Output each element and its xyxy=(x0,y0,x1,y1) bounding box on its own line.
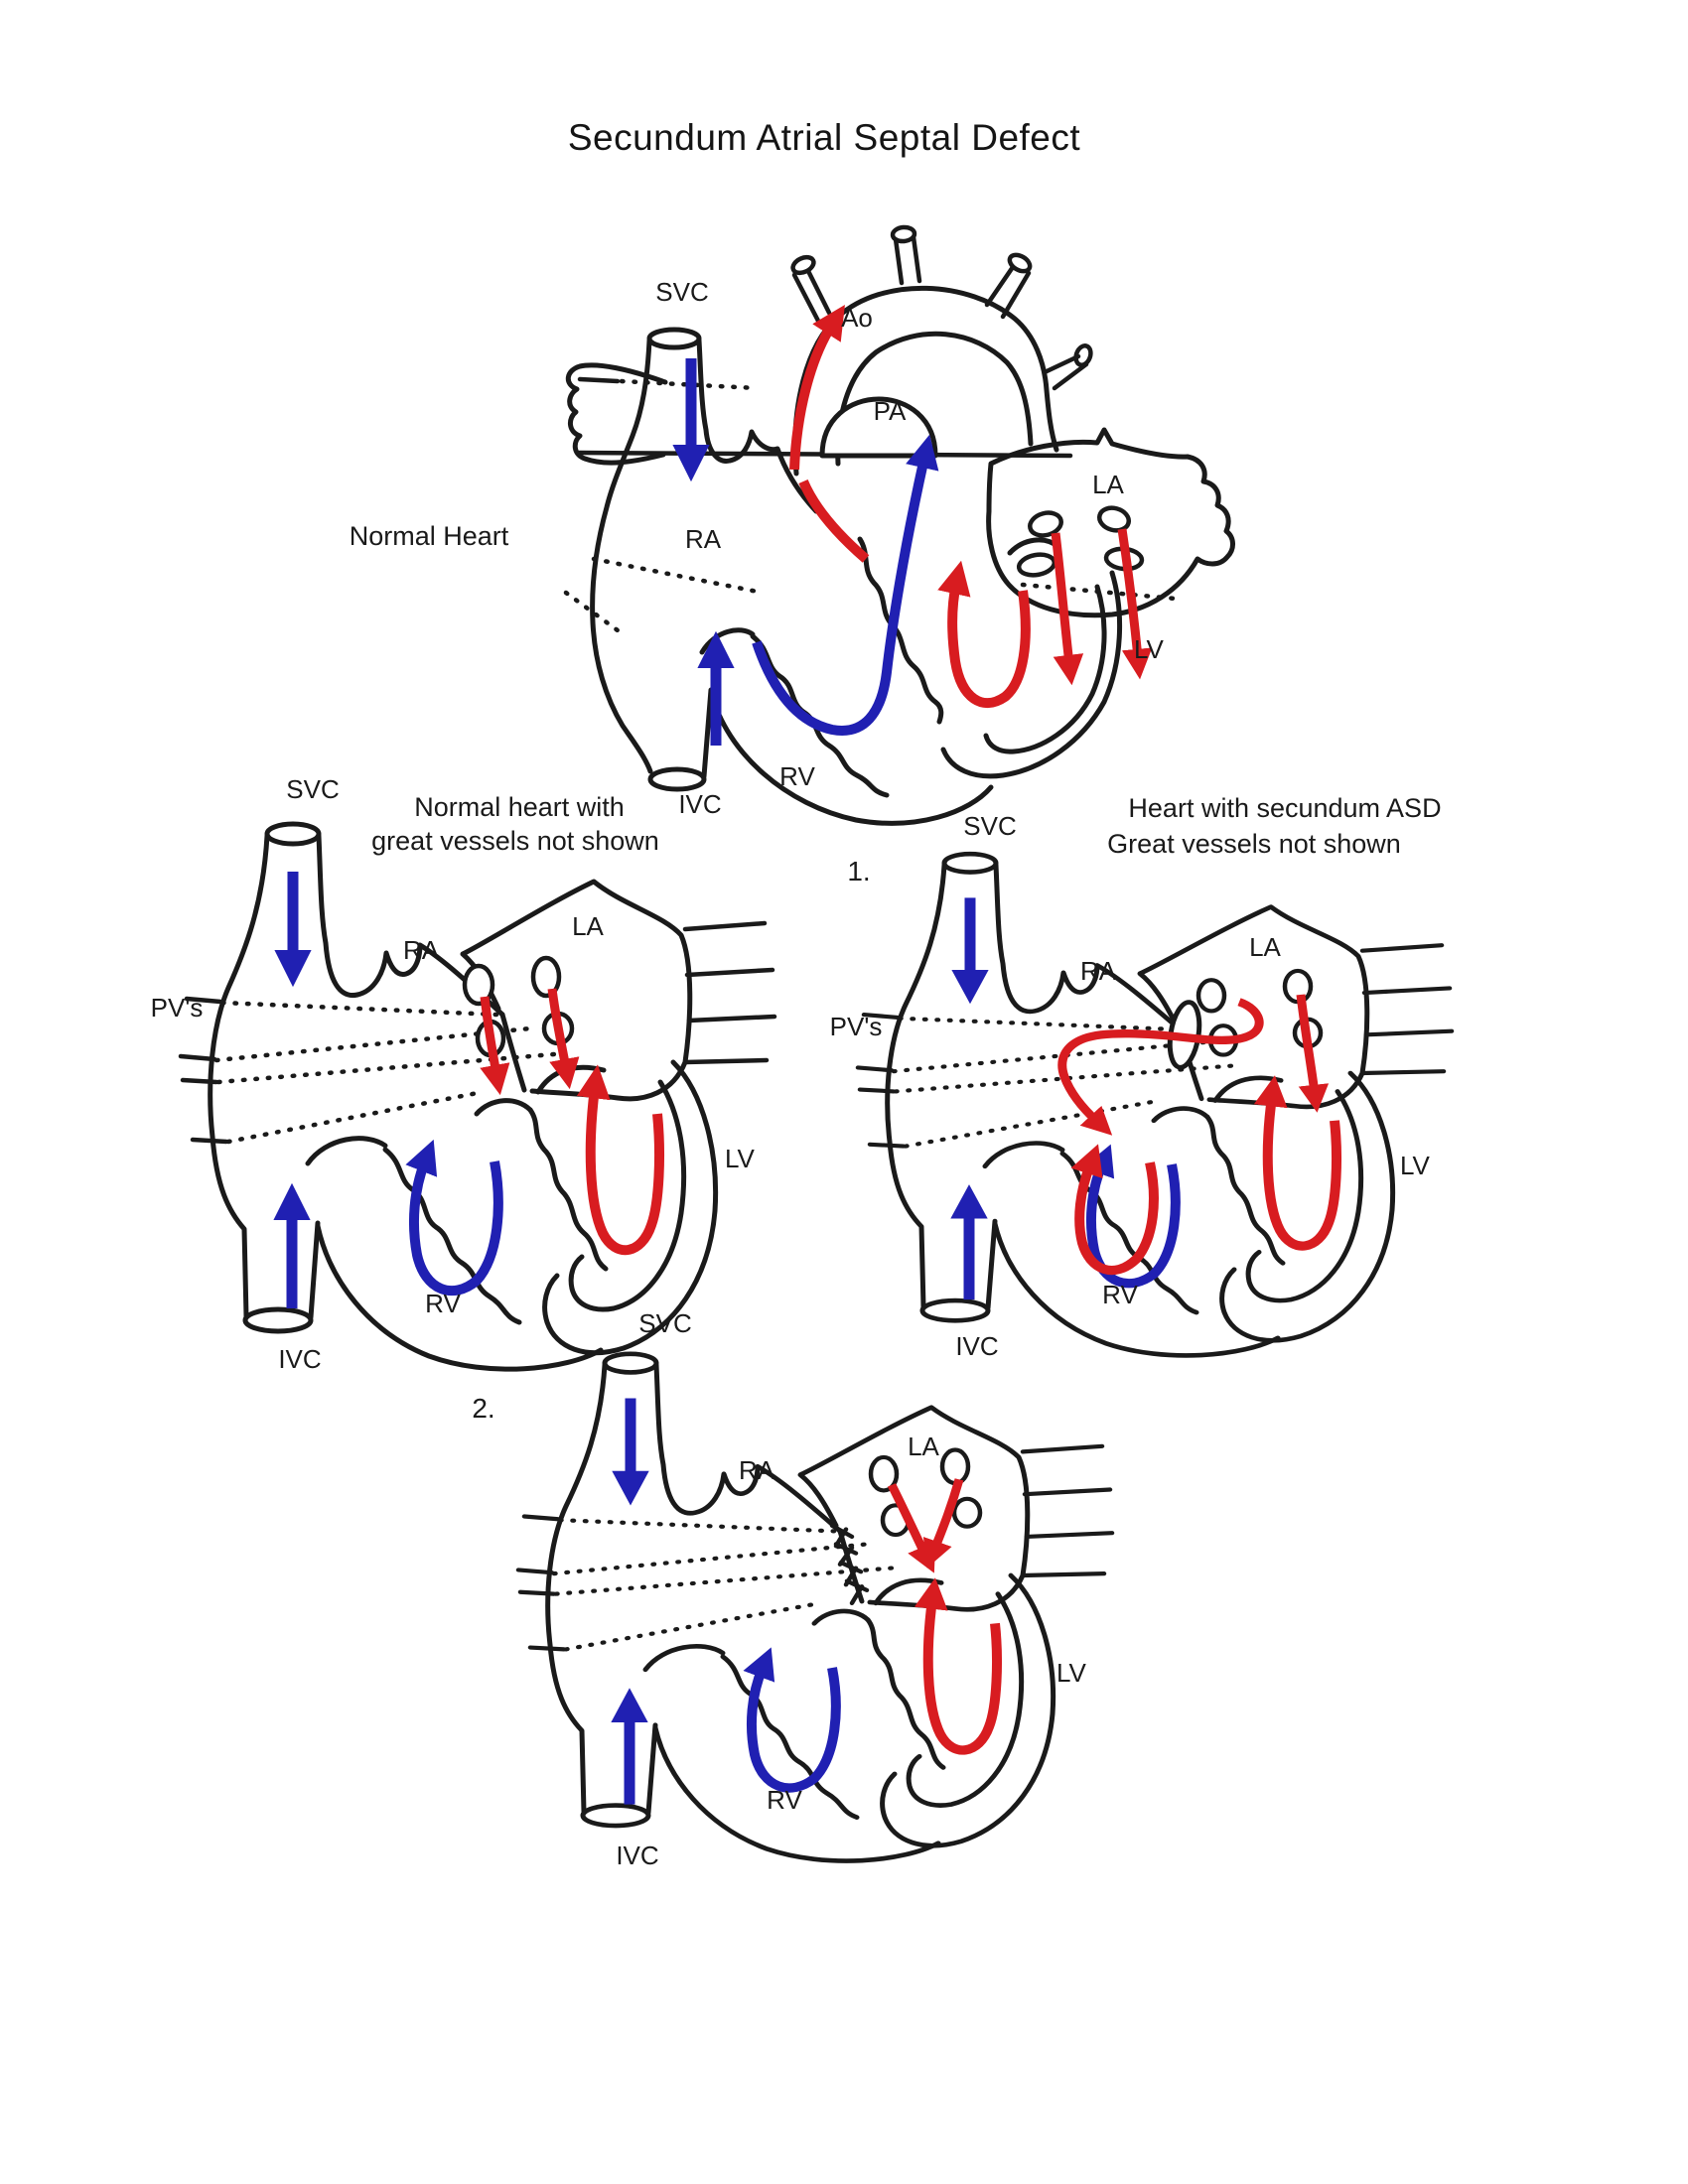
label-pvs: PV's xyxy=(151,993,204,1023)
flow-arrows xyxy=(1057,994,1330,1136)
heart-outline xyxy=(518,1354,1112,1861)
repaired-asd-heart-diagram: 2. xyxy=(472,1308,1102,1870)
label-pa: PA xyxy=(874,396,907,426)
normal-heart-diagram: Normal Heart xyxy=(350,224,1235,826)
caption-line2: great vessels not shown xyxy=(371,826,659,856)
label-svc: SVC xyxy=(963,811,1016,841)
anatomy-labels: SVC Ao PA RA LA LV RV IVC xyxy=(655,277,1164,819)
label-svc: SVC xyxy=(655,277,708,307)
label-lv: LV xyxy=(1400,1151,1431,1180)
label-la: LA xyxy=(1249,932,1281,962)
lv-flow-arrow xyxy=(937,560,1031,709)
suture-line-stitches xyxy=(829,1523,870,1605)
heart-outline xyxy=(858,854,1452,1355)
blood-flow-arrows xyxy=(672,305,1153,746)
anatomy-labels: SVC PV's RA LA LV RV IVC xyxy=(830,811,1431,1361)
label-la: LA xyxy=(908,1432,939,1461)
heart-outline xyxy=(563,327,1179,792)
aortic-arch xyxy=(790,224,1093,477)
caption-line1: Normal heart with xyxy=(414,792,625,822)
rv-to-pa-flow-arrow xyxy=(752,434,939,736)
pv-flow-arrows xyxy=(887,1478,964,1573)
asd-shunt-arrow xyxy=(1057,998,1264,1136)
label-ra: RA xyxy=(739,1455,775,1485)
label-lv: LV xyxy=(725,1144,756,1173)
ventricles xyxy=(699,536,1123,826)
anatomy-labels: SVC PV's RA LA LV RV IVC xyxy=(151,774,756,1374)
caption-normal-heart: Normal Heart xyxy=(350,521,509,551)
rv-shunted-flow-arrow xyxy=(1070,1144,1159,1276)
label-ra: RA xyxy=(685,524,722,554)
label-svc: SVC xyxy=(638,1308,691,1338)
label-ra: RA xyxy=(403,935,440,965)
caption-line2: Great vessels not shown xyxy=(1107,829,1401,859)
pulmonary-vein-openings xyxy=(868,1447,983,1538)
figure-number-2: 2. xyxy=(472,1393,494,1424)
caption-line1: Heart with secundum ASD xyxy=(1128,793,1441,823)
secundum-asd-heart-diagram: Heart with secundum ASD Great vessels no… xyxy=(830,793,1470,1361)
pv-flow-arrows xyxy=(480,988,580,1096)
label-ivc: IVC xyxy=(678,789,721,819)
anatomy-labels: SVC RA LA LV RV IVC xyxy=(616,1308,1086,1870)
aorta-flow-arrow xyxy=(789,305,845,471)
label-svc: SVC xyxy=(286,774,339,804)
normal-heart-no-vessels-diagram: Normal heart with great vessels not show… xyxy=(151,774,784,1385)
label-lv: LV xyxy=(1134,634,1165,664)
label-pvs: PV's xyxy=(830,1012,883,1041)
heart-outline xyxy=(181,824,774,1369)
label-ra: RA xyxy=(1080,956,1117,986)
label-rv: RV xyxy=(767,1785,802,1815)
lv-to-aorta-flow xyxy=(798,478,870,563)
pv-flow-arrow-left xyxy=(1051,532,1084,686)
pv-flow-arrow-right xyxy=(1296,994,1330,1113)
label-lv: LV xyxy=(1056,1658,1087,1688)
label-rv: RV xyxy=(779,761,815,791)
label-la: LA xyxy=(1092,470,1124,499)
label-ivc: IVC xyxy=(955,1331,998,1361)
left-atrium xyxy=(986,427,1235,618)
label-ao: Ao xyxy=(841,303,873,333)
label-rv: RV xyxy=(425,1289,461,1318)
figure-number-1: 1. xyxy=(847,856,870,887)
label-ivc: IVC xyxy=(616,1841,658,1870)
page-title: Secundum Atrial Septal Defect xyxy=(567,117,1081,158)
pv-flow-arrow-right xyxy=(1117,528,1153,680)
label-rv: RV xyxy=(1102,1280,1138,1309)
label-la: LA xyxy=(572,911,604,941)
label-ivc: IVC xyxy=(278,1344,321,1374)
